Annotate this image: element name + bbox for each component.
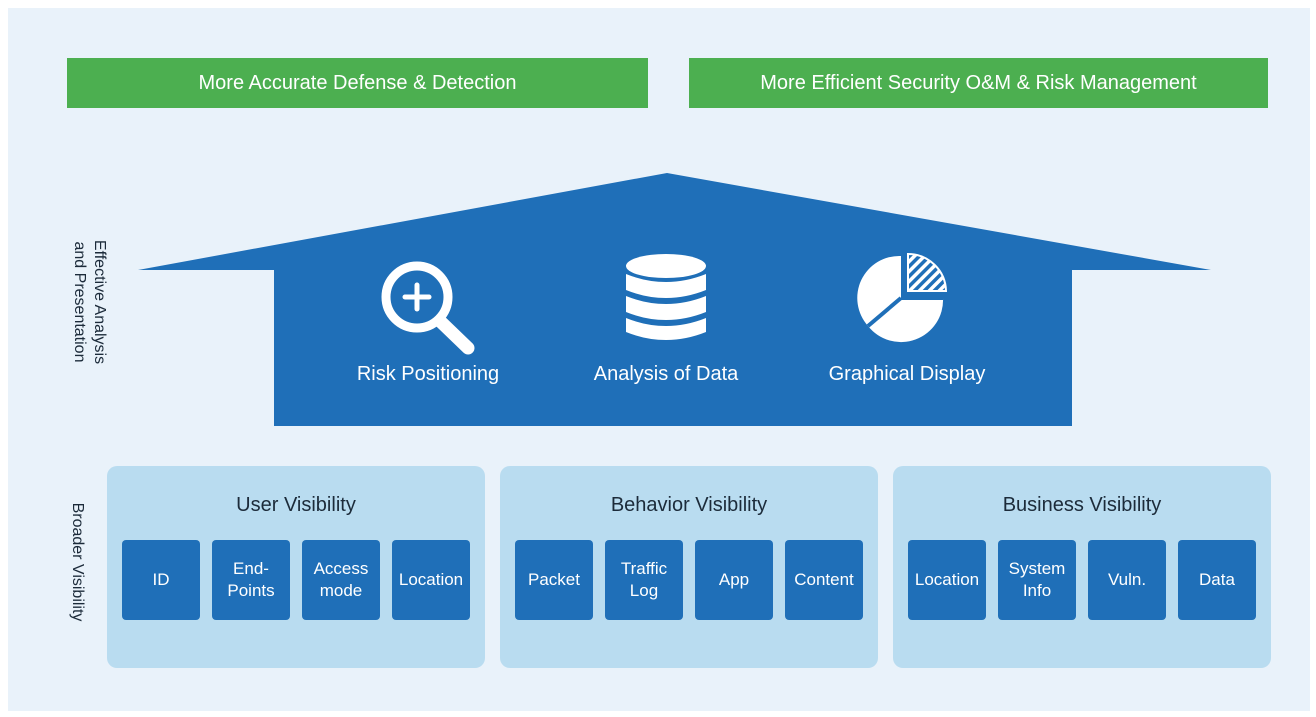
panel-title: Business Visibility — [1002, 494, 1162, 516]
panel-title: Behavior Visibility — [610, 494, 768, 516]
tile-app: App — [695, 540, 773, 620]
tile-vuln: Vuln. — [1088, 540, 1166, 620]
tile-traffic-log: Traffic Log — [605, 540, 683, 620]
tile-packet: Packet — [515, 540, 593, 620]
magnifier-plus-icon — [381, 261, 475, 355]
label-analysis-of-data: Analysis of Data — [593, 363, 739, 385]
banner-accurate-defense: More Accurate Defense & Detection — [67, 58, 648, 108]
panel-behavior-visibility: Behavior Visibility Packet Traffic Log A… — [500, 466, 878, 668]
panel-user-visibility: User Visibility ID End- Points Access mo… — [107, 466, 485, 668]
tile-system-info: System Info — [998, 540, 1076, 620]
label-risk-positioning: Risk Positioning — [356, 363, 500, 385]
tile-data: Data — [1178, 540, 1256, 620]
tile-end-points: End- Points — [212, 540, 290, 620]
tile-id: ID — [122, 540, 200, 620]
panel-business-visibility: Business Visibility Location System Info… — [893, 466, 1271, 668]
label-graphical-display: Graphical Display — [828, 363, 986, 385]
database-icon — [626, 254, 706, 340]
tile-location: Location — [392, 540, 470, 620]
tile-access-mode: Access mode — [302, 540, 380, 620]
panel-title: User Visibility — [236, 494, 356, 516]
tile-content: Content — [785, 540, 863, 620]
banner-efficient-security: More Efficient Security O&M & Risk Manag… — [689, 58, 1268, 108]
pie-chart-icon — [857, 252, 948, 343]
tile-location: Location — [908, 540, 986, 620]
